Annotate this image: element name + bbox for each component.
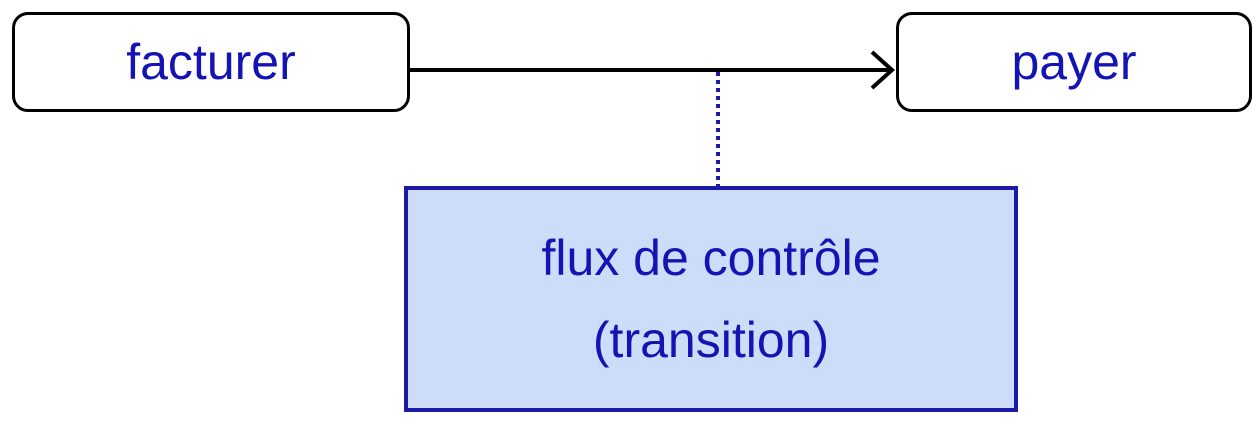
control-flow-arrowhead	[870, 50, 895, 90]
node-label-facturer: facturer	[126, 34, 296, 90]
node-label-payer: payer	[1011, 34, 1137, 90]
action-node-facturer[interactable]: facturer	[12, 12, 410, 112]
annotation-line-1: flux de contrôle	[541, 230, 881, 286]
action-node-payer[interactable]: payer	[896, 12, 1252, 112]
annotation-note: flux de contrôle (transition)	[404, 186, 1018, 412]
annotation-line-2: (transition)	[592, 312, 830, 368]
